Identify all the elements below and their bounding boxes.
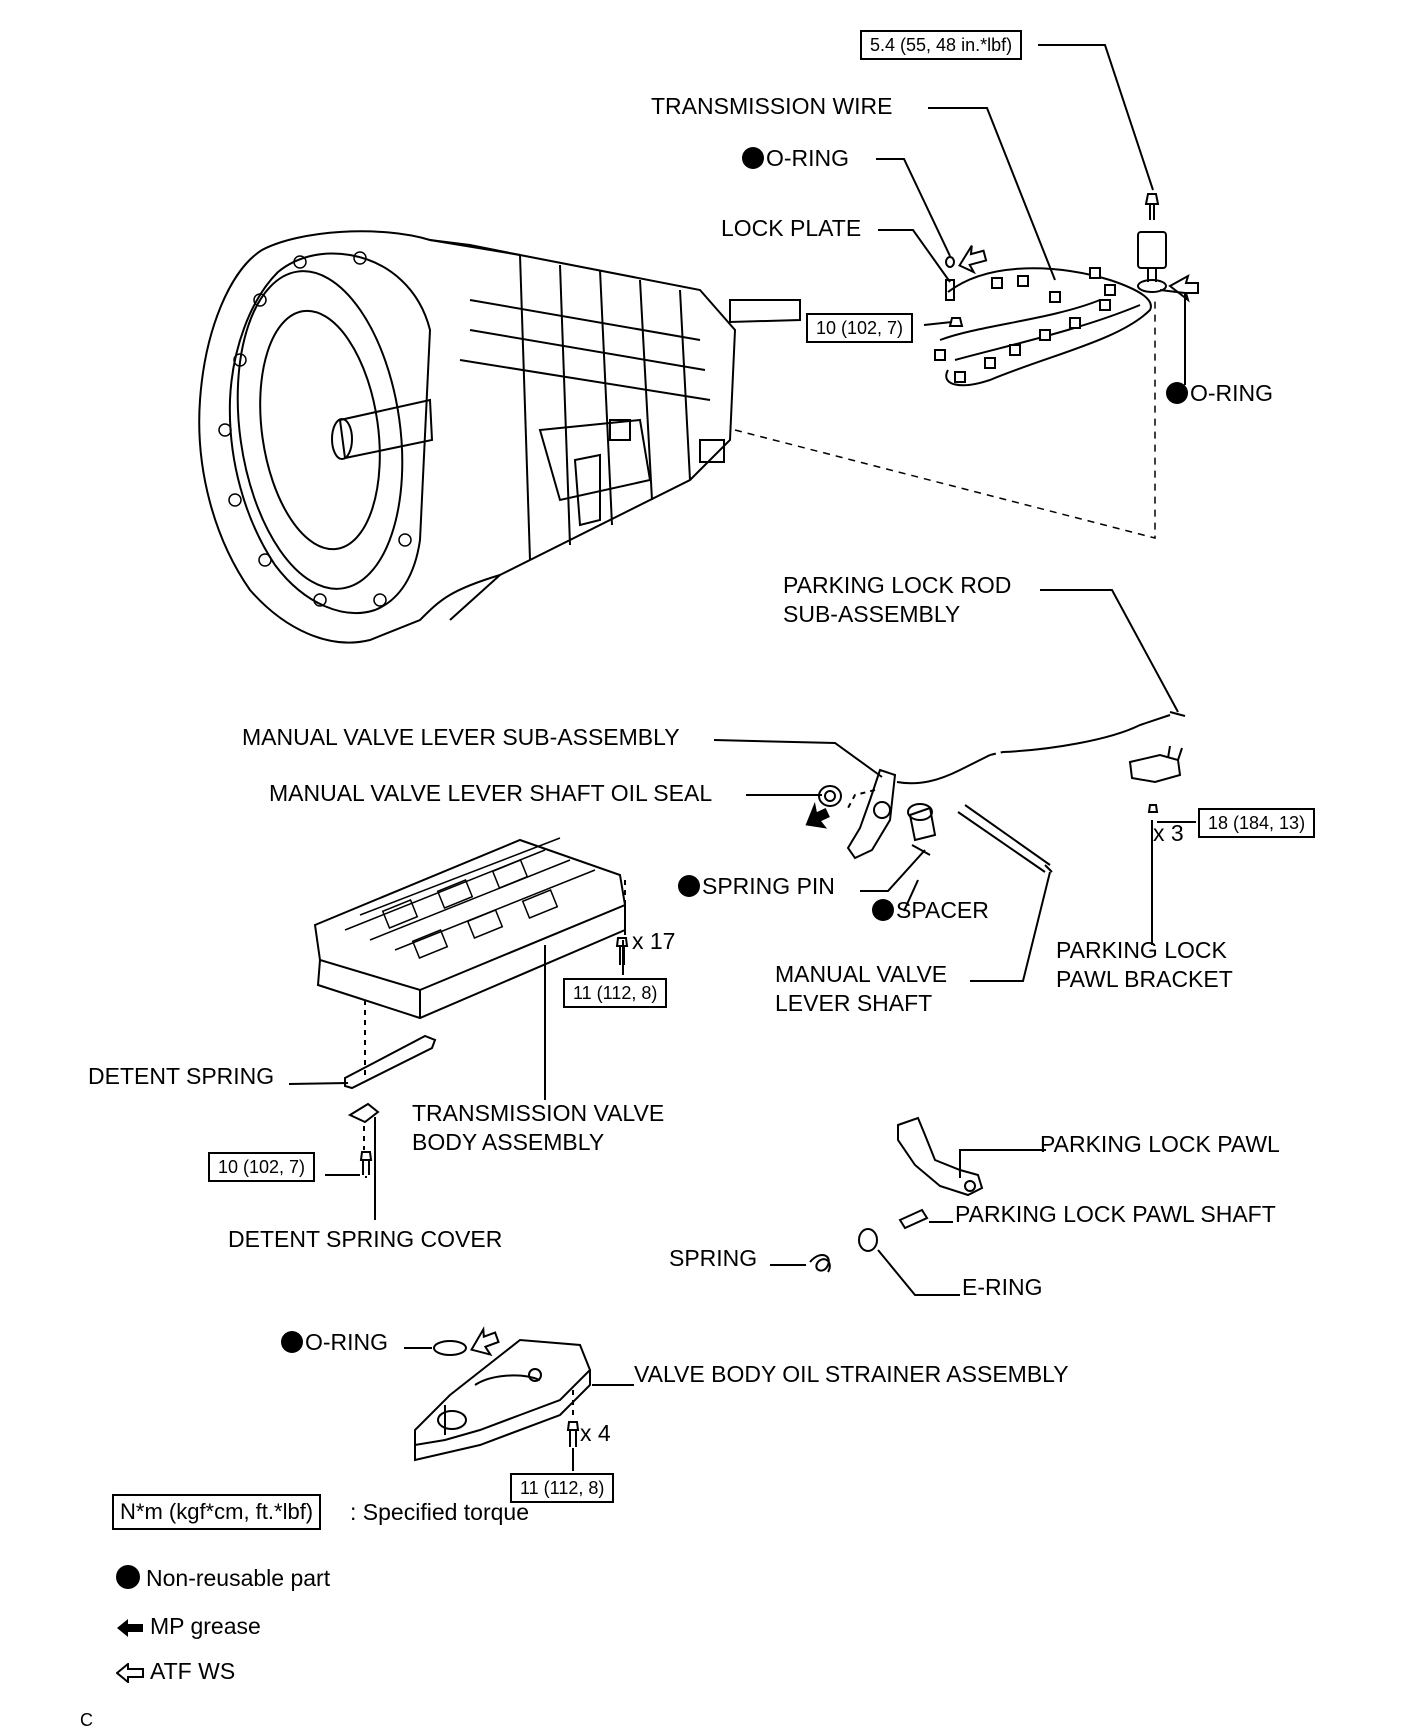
strainer-bolt-torque: 11 (112, 8)	[510, 1473, 615, 1503]
label-spacer: SPACER	[872, 897, 989, 924]
label-o-ring-right: O-RING	[1166, 380, 1273, 407]
valve-body-bolt-count: x 17	[632, 928, 676, 954]
lock-plate-bolt-drawing	[948, 317, 964, 327]
spring-drawing	[809, 1254, 831, 1273]
label-lock-plate: LOCK PLATE	[721, 215, 862, 241]
detent-spring-drawing	[344, 1034, 437, 1090]
label-parking-lock-pawl-shaft: PARKING LOCK PAWL SHAFT	[955, 1201, 1276, 1227]
valve-body-bolt-torque: 11 (112, 8)	[563, 978, 668, 1008]
atf-ws-arrow-icon	[116, 1663, 144, 1683]
label-spring: SPRING	[669, 1245, 758, 1271]
label-manual-valve-lever-shaft-oil-seal: MANUAL VALVE LEVER SHAFT OIL SEAL	[269, 780, 713, 806]
non-reusable-dot-icon	[678, 875, 700, 897]
mp-grease-arrow-icon	[117, 1619, 143, 1637]
non-reusable-dot-icon	[742, 147, 764, 169]
transmission-wire-drawing	[934, 231, 1167, 387]
bracket-bolt-count: x 3	[1153, 820, 1184, 846]
detent-bolt-drawing	[359, 1151, 373, 1175]
legend-atf-ws: ATF WS	[116, 1658, 235, 1685]
detent-bolt-torque: 10 (102, 7)	[208, 1152, 316, 1182]
non-reusable-dot-icon	[116, 1565, 140, 1589]
strainer-bolt-count: x 4	[580, 1420, 611, 1446]
footer-code: C	[80, 1710, 93, 1730]
parking-lock-pawl-bracket-drawing	[1128, 745, 1183, 813]
label-parking-lock-rod: PARKING LOCK ROD SUB-ASSEMBLY	[783, 572, 1012, 627]
legend-torque-unit: N*m (kgf*cm, ft.*lbf)	[112, 1494, 322, 1530]
wire-bolt-drawing	[1144, 193, 1160, 220]
label-manual-valve-lever-sub-assembly: MANUAL VALVE LEVER SUB-ASSEMBLY	[242, 724, 680, 750]
label-e-ring: E-RING	[962, 1274, 1043, 1300]
parking-lock-pawl-drawing	[897, 1116, 984, 1197]
parking-lock-pawl-shaft-drawing	[898, 1208, 929, 1230]
non-reusable-dot-icon	[872, 899, 894, 921]
e-ring-drawing	[858, 1228, 878, 1252]
legend-mp-grease: MP grease	[116, 1613, 261, 1640]
label-valve-body-oil-strainer: VALVE BODY OIL STRAINER ASSEMBLY	[634, 1361, 1069, 1387]
label-detent-spring: DETENT SPRING	[88, 1063, 275, 1089]
label-transmission-valve-body: TRANSMISSION VALVE BODY ASSEMBLY	[412, 1100, 665, 1155]
label-o-ring-bottom: O-RING	[281, 1329, 388, 1356]
label-manual-valve-lever-shaft: MANUAL VALVE LEVER SHAFT	[775, 961, 948, 1016]
lock-plate-bolt-torque: 10 (102, 7)	[806, 313, 914, 343]
label-detent-spring-cover: DETENT SPRING COVER	[228, 1226, 503, 1252]
wire-bolt-torque: 5.4 (55, 48 in.*lbf)	[860, 30, 1023, 60]
transmission-case-drawing	[198, 230, 801, 644]
label-o-ring-top: O-RING	[742, 145, 849, 172]
legend-torque-text: : Specified torque	[350, 1499, 530, 1525]
valve-body-oil-strainer-drawing	[414, 1338, 592, 1462]
label-spring-pin: SPRING PIN	[678, 873, 835, 900]
bracket-bolt-torque: 18 (184, 13)	[1198, 808, 1316, 838]
leader-lines	[288, 44, 1196, 1471]
transmission-valve-body-drawing	[313, 837, 629, 1080]
label-transmission-wire: TRANSMISSION WIRE	[651, 93, 893, 119]
non-reusable-dot-icon	[281, 1331, 303, 1353]
detent-spring-cover-drawing	[347, 1102, 380, 1124]
non-reusable-dot-icon	[1166, 382, 1188, 404]
label-parking-lock-pawl: PARKING LOCK PAWL	[1040, 1131, 1280, 1157]
label-parking-lock-pawl-bracket: PARKING LOCK PAWL BRACKET	[1056, 937, 1233, 992]
manual-valve-lever-drawing	[805, 711, 1186, 873]
atf-arrow-icons	[470, 245, 1199, 1357]
legend-non-reusable: Non-reusable part	[116, 1565, 330, 1592]
